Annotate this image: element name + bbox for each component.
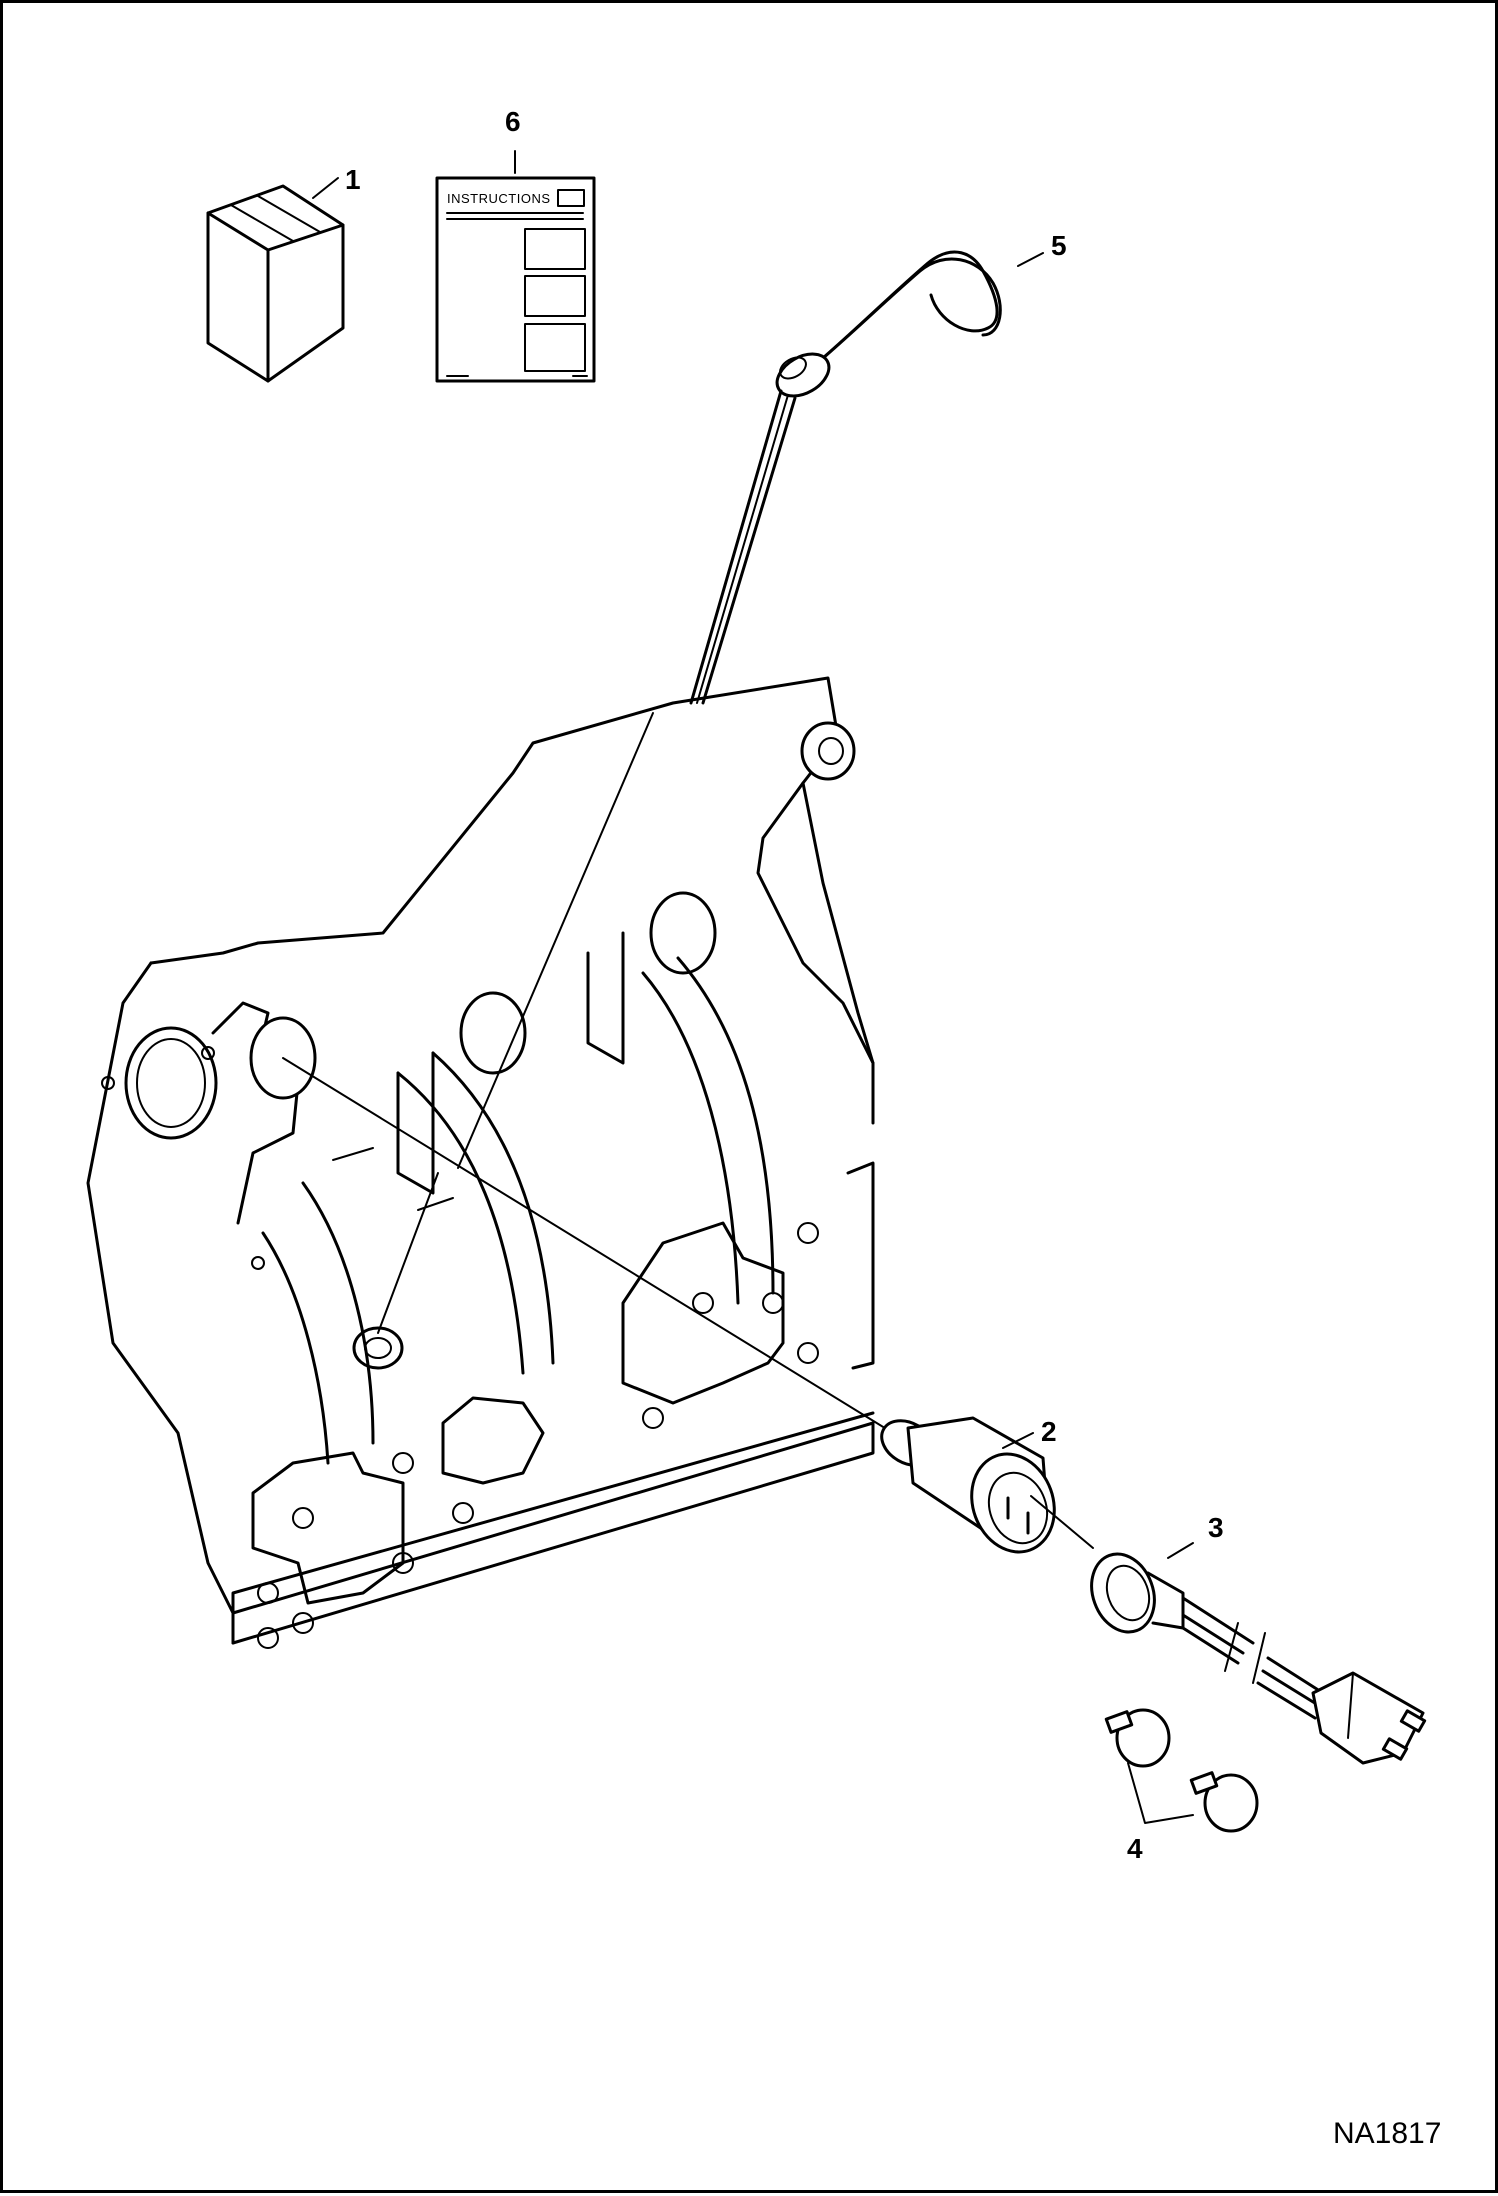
callout-5: 5 <box>1051 230 1067 261</box>
callout-3: 3 <box>1208 1512 1224 1543</box>
dipstick-heater <box>689 250 1002 705</box>
leader-1 <box>312 177 339 199</box>
parts-diagram: 1 INSTRUCTIONS 6 5 <box>86 106 1441 2150</box>
callout-6: 6 <box>505 106 521 137</box>
power-cord <box>1090 1552 1427 1765</box>
leader-tick-b <box>417 1197 454 1211</box>
kit-box <box>206 184 345 383</box>
callout-1: 1 <box>345 164 361 195</box>
leader-4 <box>1127 1762 1194 1824</box>
instruction-sheet-title: INSTRUCTIONS <box>447 191 551 206</box>
leader-tube-to-dipstick <box>457 712 654 1169</box>
callout-2: 2 <box>1041 1416 1057 1447</box>
leader-tube-hole <box>377 1172 439 1334</box>
leader-2 <box>1002 1432 1034 1449</box>
callout-4: 4 <box>1127 1833 1143 1864</box>
leader-bore-to-heater <box>282 1057 894 1434</box>
block-heater <box>880 1416 1056 1554</box>
instruction-sheet: INSTRUCTIONS <box>435 176 596 383</box>
leader-tick-a <box>332 1147 374 1161</box>
leader-3 <box>1167 1542 1194 1559</box>
leader-5 <box>1017 252 1044 267</box>
cable-clamps <box>1104 1708 1259 1833</box>
engine-block <box>86 676 875 1649</box>
leader-heater-to-cord <box>1030 1495 1094 1549</box>
drawing-code: NA1817 <box>1333 2117 1441 2150</box>
